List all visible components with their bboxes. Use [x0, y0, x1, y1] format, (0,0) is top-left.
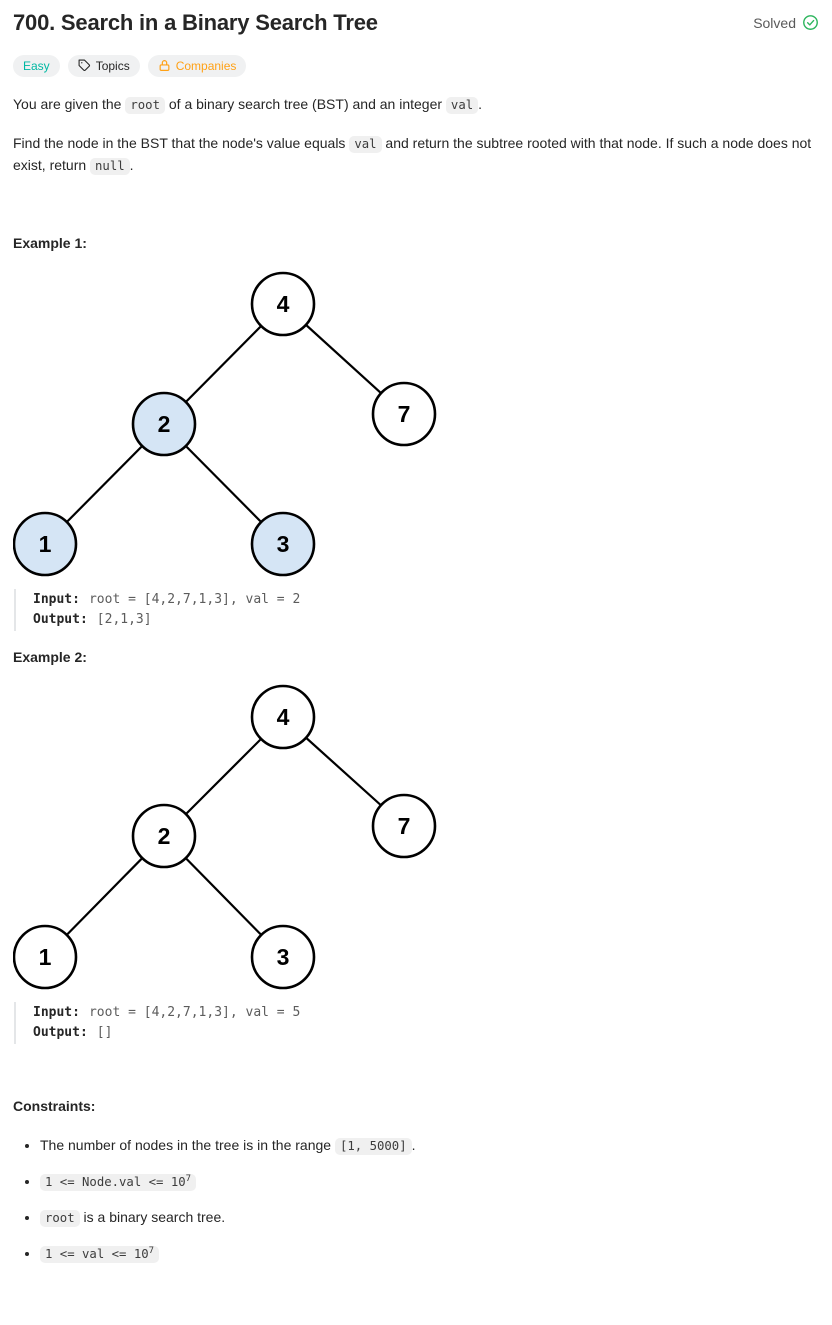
- tree-node-highlighted: [13, 511, 78, 577]
- constraint-item: The number of nodes in the tree is in th…: [40, 1135, 819, 1156]
- difficulty-label: Easy: [23, 58, 50, 73]
- tree-node-label: 4: [277, 291, 290, 317]
- check-circle-icon: [802, 14, 819, 31]
- text-segment: .: [129, 156, 134, 173]
- tree-node-label: 3: [277, 944, 290, 970]
- output-value: [2,1,3]: [96, 611, 152, 627]
- text-segment: Find the node in the BST that the node's…: [13, 134, 350, 151]
- example-2-label: Example 2:: [13, 648, 87, 665]
- inline-code-root: root: [125, 96, 165, 114]
- inline-code: 1 <= Node.val <= 107: [40, 1173, 197, 1191]
- companies-badge[interactable]: Companies: [147, 54, 247, 77]
- input-value: root = [4,2,7,1,3], val = 5: [88, 1004, 301, 1020]
- example-1-tree-diagram: 4 2 7 1 3: [13, 271, 437, 577]
- inline-code: [1, 5000]: [334, 1137, 412, 1155]
- text-segment: and return the subtree rooted with that …: [13, 134, 812, 173]
- example-input-line: Input: root = [4,2,7,1,3], val = 2: [33, 590, 819, 610]
- inline-code: 1 <= val <= 107: [40, 1245, 160, 1263]
- solved-status: Solved: [753, 9, 819, 31]
- inline-code-val: val: [445, 96, 479, 114]
- example-1-io-block: Input: root = [4,2,7,1,3], val = 2 Output…: [14, 588, 819, 631]
- example-2-tree-diagram: 4 2 7 1 3: [13, 684, 437, 990]
- output-value: []: [96, 1024, 113, 1040]
- text-segment: .: [478, 95, 483, 112]
- example-output-line: Output: [2,1,3]: [33, 610, 819, 630]
- inline-code-null: null: [90, 157, 130, 175]
- constraint-item: 1 <= val <= 107: [40, 1243, 819, 1264]
- lock-icon: [158, 59, 171, 72]
- text-segment: You are given the: [13, 95, 126, 112]
- topics-label: Topics: [95, 58, 130, 73]
- superscript: 7: [185, 1173, 192, 1184]
- code-text: [1, 5000]: [339, 1138, 407, 1153]
- tree-node-label: 1: [39, 531, 52, 557]
- tree-node: [13, 924, 78, 990]
- tree-node: [131, 803, 197, 869]
- text-segment: is a binary search tree.: [79, 1208, 226, 1225]
- example-input-line: Input: root = [4,2,7,1,3], val = 5: [33, 1003, 819, 1023]
- description-paragraph-2: Find the node in the BST that the node's…: [13, 133, 819, 177]
- constraints-list: The number of nodes in the tree is in th…: [13, 1135, 819, 1264]
- constraint-item: root is a binary search tree.: [40, 1207, 819, 1228]
- example-output-line: Output: []: [33, 1023, 819, 1043]
- example-2-io-block: Input: root = [4,2,7,1,3], val = 5 Output…: [14, 1001, 819, 1044]
- difficulty-badge[interactable]: Easy: [13, 54, 60, 77]
- tree-node-label: 2: [158, 411, 171, 437]
- tree-node-label: 1: [39, 944, 52, 970]
- solved-label: Solved: [753, 14, 796, 31]
- input-value: root = [4,2,7,1,3], val = 2: [88, 591, 301, 607]
- superscript: 7: [148, 1245, 155, 1256]
- text-segment: .: [411, 1136, 416, 1153]
- tree-node-label: 7: [398, 401, 411, 427]
- tree-node-highlighted: [250, 511, 316, 577]
- inline-code-root: root: [40, 1209, 80, 1227]
- text-segment: of a binary search tree (BST) and an int…: [164, 95, 446, 112]
- example-1-label: Example 1:: [13, 234, 87, 251]
- tree-node-label: 7: [398, 813, 411, 839]
- tag-icon: [78, 59, 91, 72]
- tree-node: [250, 271, 316, 337]
- tree-node-label: 3: [277, 531, 290, 557]
- tree-node-label: 2: [158, 823, 171, 849]
- constraint-item: 1 <= Node.val <= 107: [40, 1171, 819, 1192]
- input-label: Input:: [33, 1004, 80, 1020]
- tree-node: [250, 684, 316, 750]
- description-paragraph-1: You are given the root of a binary searc…: [13, 94, 819, 116]
- tree-node: [371, 381, 437, 447]
- tree-node-label: 4: [277, 704, 290, 730]
- tree-node-highlighted: [131, 391, 197, 457]
- tree-node: [371, 793, 437, 859]
- companies-label: Companies: [175, 58, 237, 73]
- output-label: Output:: [33, 611, 88, 627]
- code-text: 1 <= Node.val <= 10: [45, 1174, 186, 1189]
- input-label: Input:: [33, 591, 80, 607]
- inline-code-val: val: [349, 135, 382, 153]
- tree-node: [250, 924, 316, 990]
- badge-row: Easy Topics Companies: [13, 54, 819, 77]
- problem-header: 700. Search in a Binary Search Tree Solv…: [13, 9, 819, 38]
- page-title: 700. Search in a Binary Search Tree: [13, 10, 378, 35]
- output-label: Output:: [33, 1024, 88, 1040]
- text-segment: The number of nodes in the tree is in th…: [40, 1136, 335, 1153]
- topics-badge[interactable]: Topics: [67, 54, 140, 77]
- code-text: root: [45, 1210, 75, 1225]
- constraints-heading: Constraints:: [13, 1097, 96, 1114]
- code-text: 1 <= val <= 10: [45, 1246, 149, 1261]
